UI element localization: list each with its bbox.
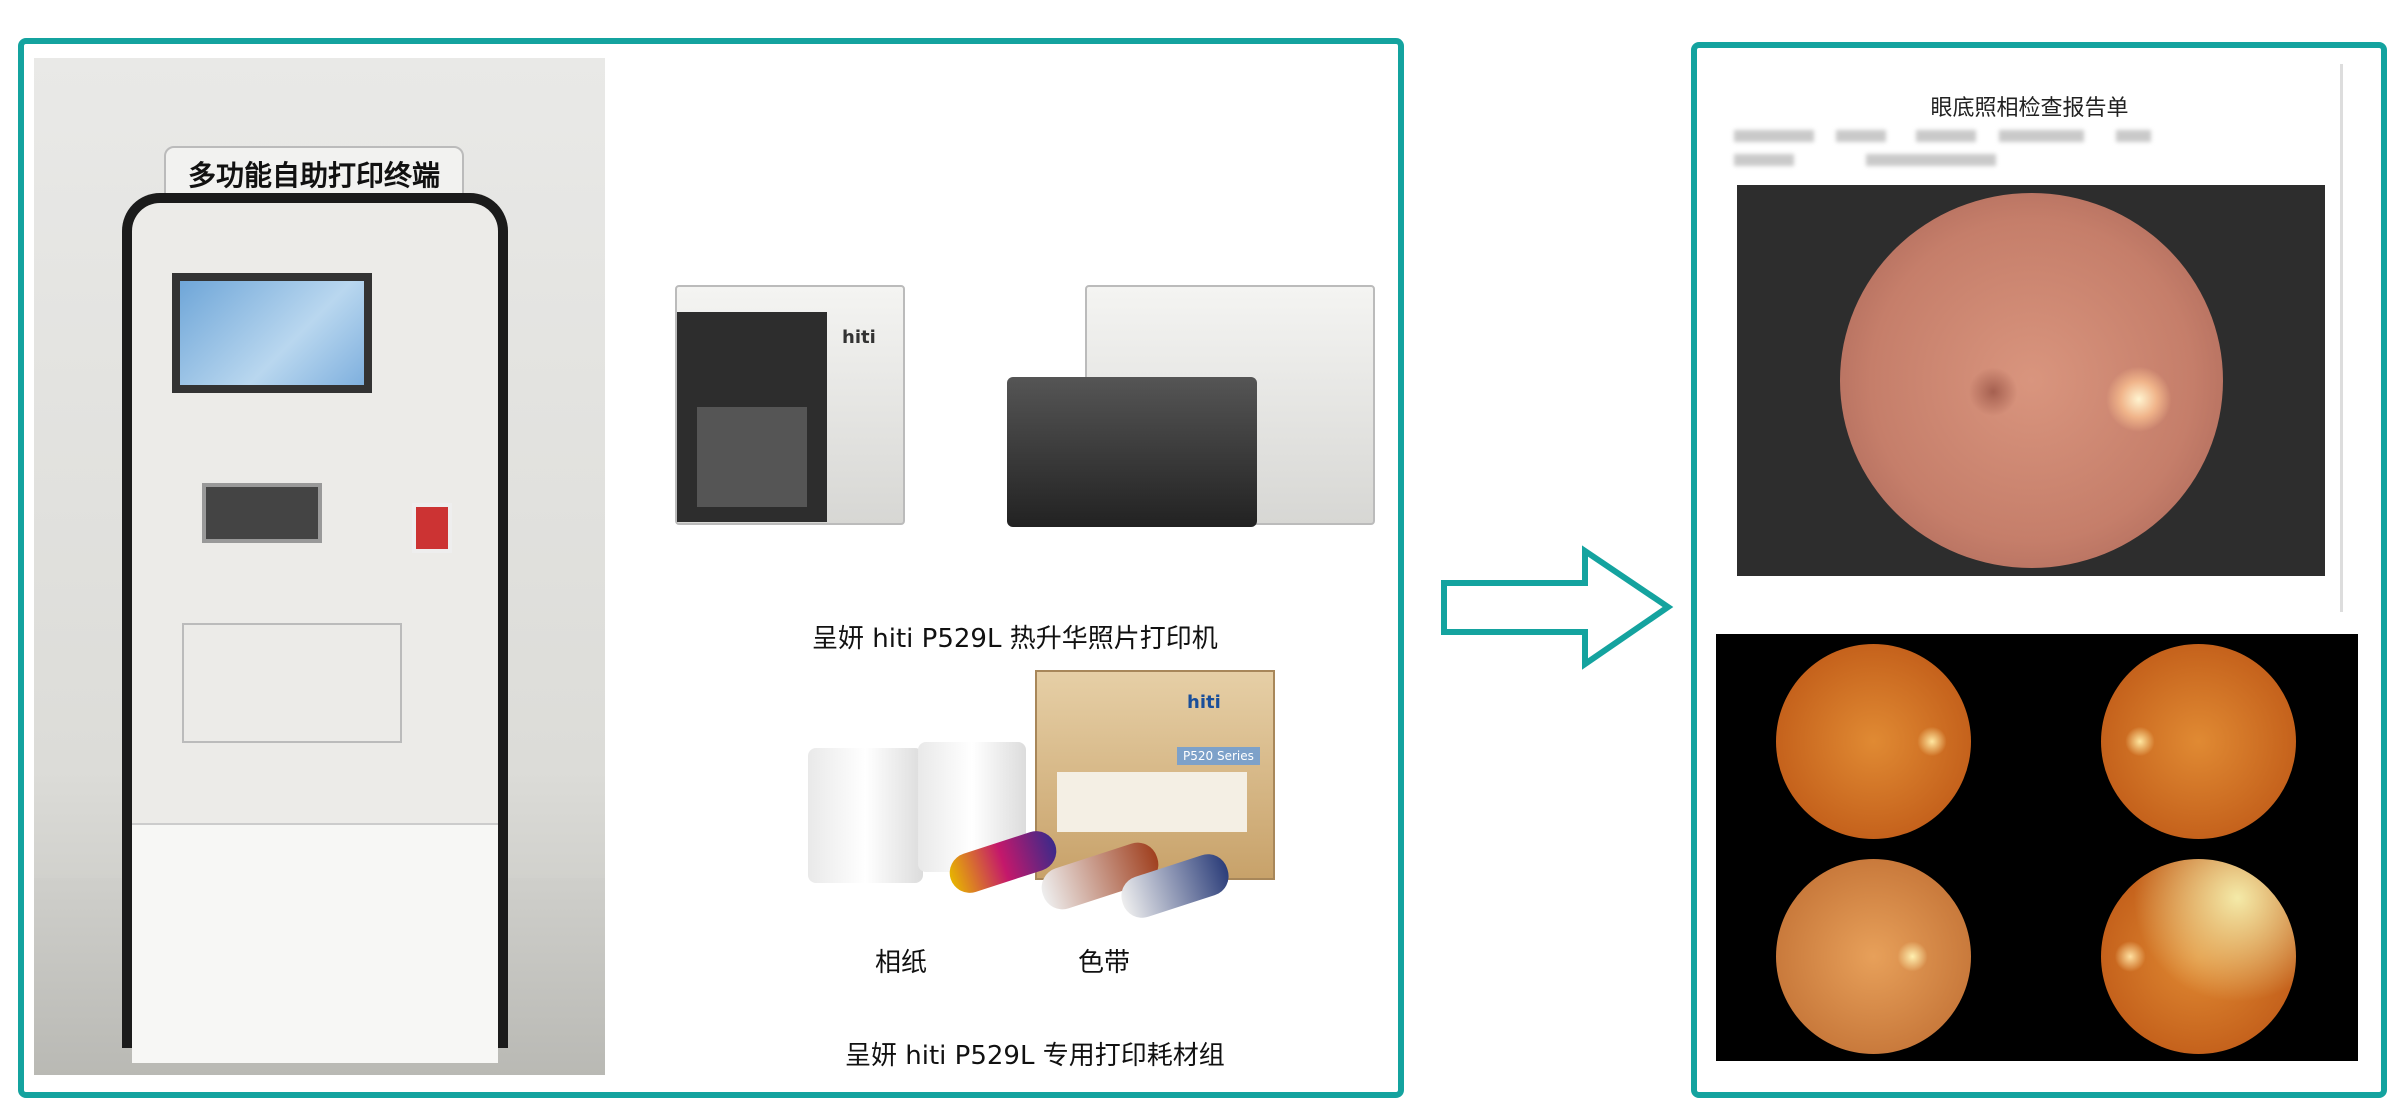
retina bbox=[1776, 859, 1971, 1054]
kiosk-door bbox=[182, 623, 402, 743]
consumables-box: hiti P520 Series bbox=[1035, 670, 1275, 880]
printer-brand-logo: hiti bbox=[842, 327, 876, 348]
redacted-info bbox=[1866, 154, 1996, 166]
retina bbox=[2101, 859, 2296, 1054]
retina bbox=[2101, 644, 2296, 839]
photo-paper-label: 相纸 bbox=[875, 948, 928, 978]
report-title: 眼底照相检查报告单 bbox=[1930, 96, 2129, 121]
printer-closed: hiti bbox=[675, 285, 905, 525]
print-output-slot bbox=[202, 483, 322, 543]
redacted-info bbox=[1836, 130, 1886, 142]
consumables-caption: 呈妍 hiti P529L 专用打印耗材组 bbox=[845, 1041, 1225, 1071]
redacted-info bbox=[1916, 130, 1976, 142]
box-series: P520 Series bbox=[1177, 747, 1260, 765]
retina bbox=[1776, 644, 1971, 839]
card-reader bbox=[412, 503, 452, 553]
kiosk-screen bbox=[172, 273, 372, 393]
redacted-info bbox=[2116, 130, 2151, 142]
fundus-image bbox=[1737, 185, 2325, 576]
redacted-info bbox=[1999, 130, 2084, 142]
kiosk-body bbox=[122, 193, 508, 1063]
ribbon-label: 色带 bbox=[1078, 948, 1131, 978]
redacted-info bbox=[1734, 130, 1814, 142]
paper-tray bbox=[697, 407, 807, 507]
retina bbox=[1840, 193, 2223, 568]
kiosk-photo: 多功能自助打印终端 bbox=[34, 58, 605, 1075]
fundus-examples bbox=[1716, 634, 2358, 1061]
redacted-info bbox=[1734, 154, 1794, 166]
printer-mechanism bbox=[1007, 377, 1257, 527]
box-label bbox=[1057, 772, 1247, 832]
printer-open bbox=[1007, 285, 1375, 527]
arrow-right-icon bbox=[1441, 545, 1674, 670]
printer-caption: 呈妍 hiti P529L 热升华照片打印机 bbox=[812, 624, 1218, 654]
box-brand-logo: hiti bbox=[1187, 692, 1221, 713]
kiosk-base bbox=[132, 823, 498, 1063]
paper-roll bbox=[808, 748, 923, 883]
printer-front bbox=[677, 312, 827, 522]
